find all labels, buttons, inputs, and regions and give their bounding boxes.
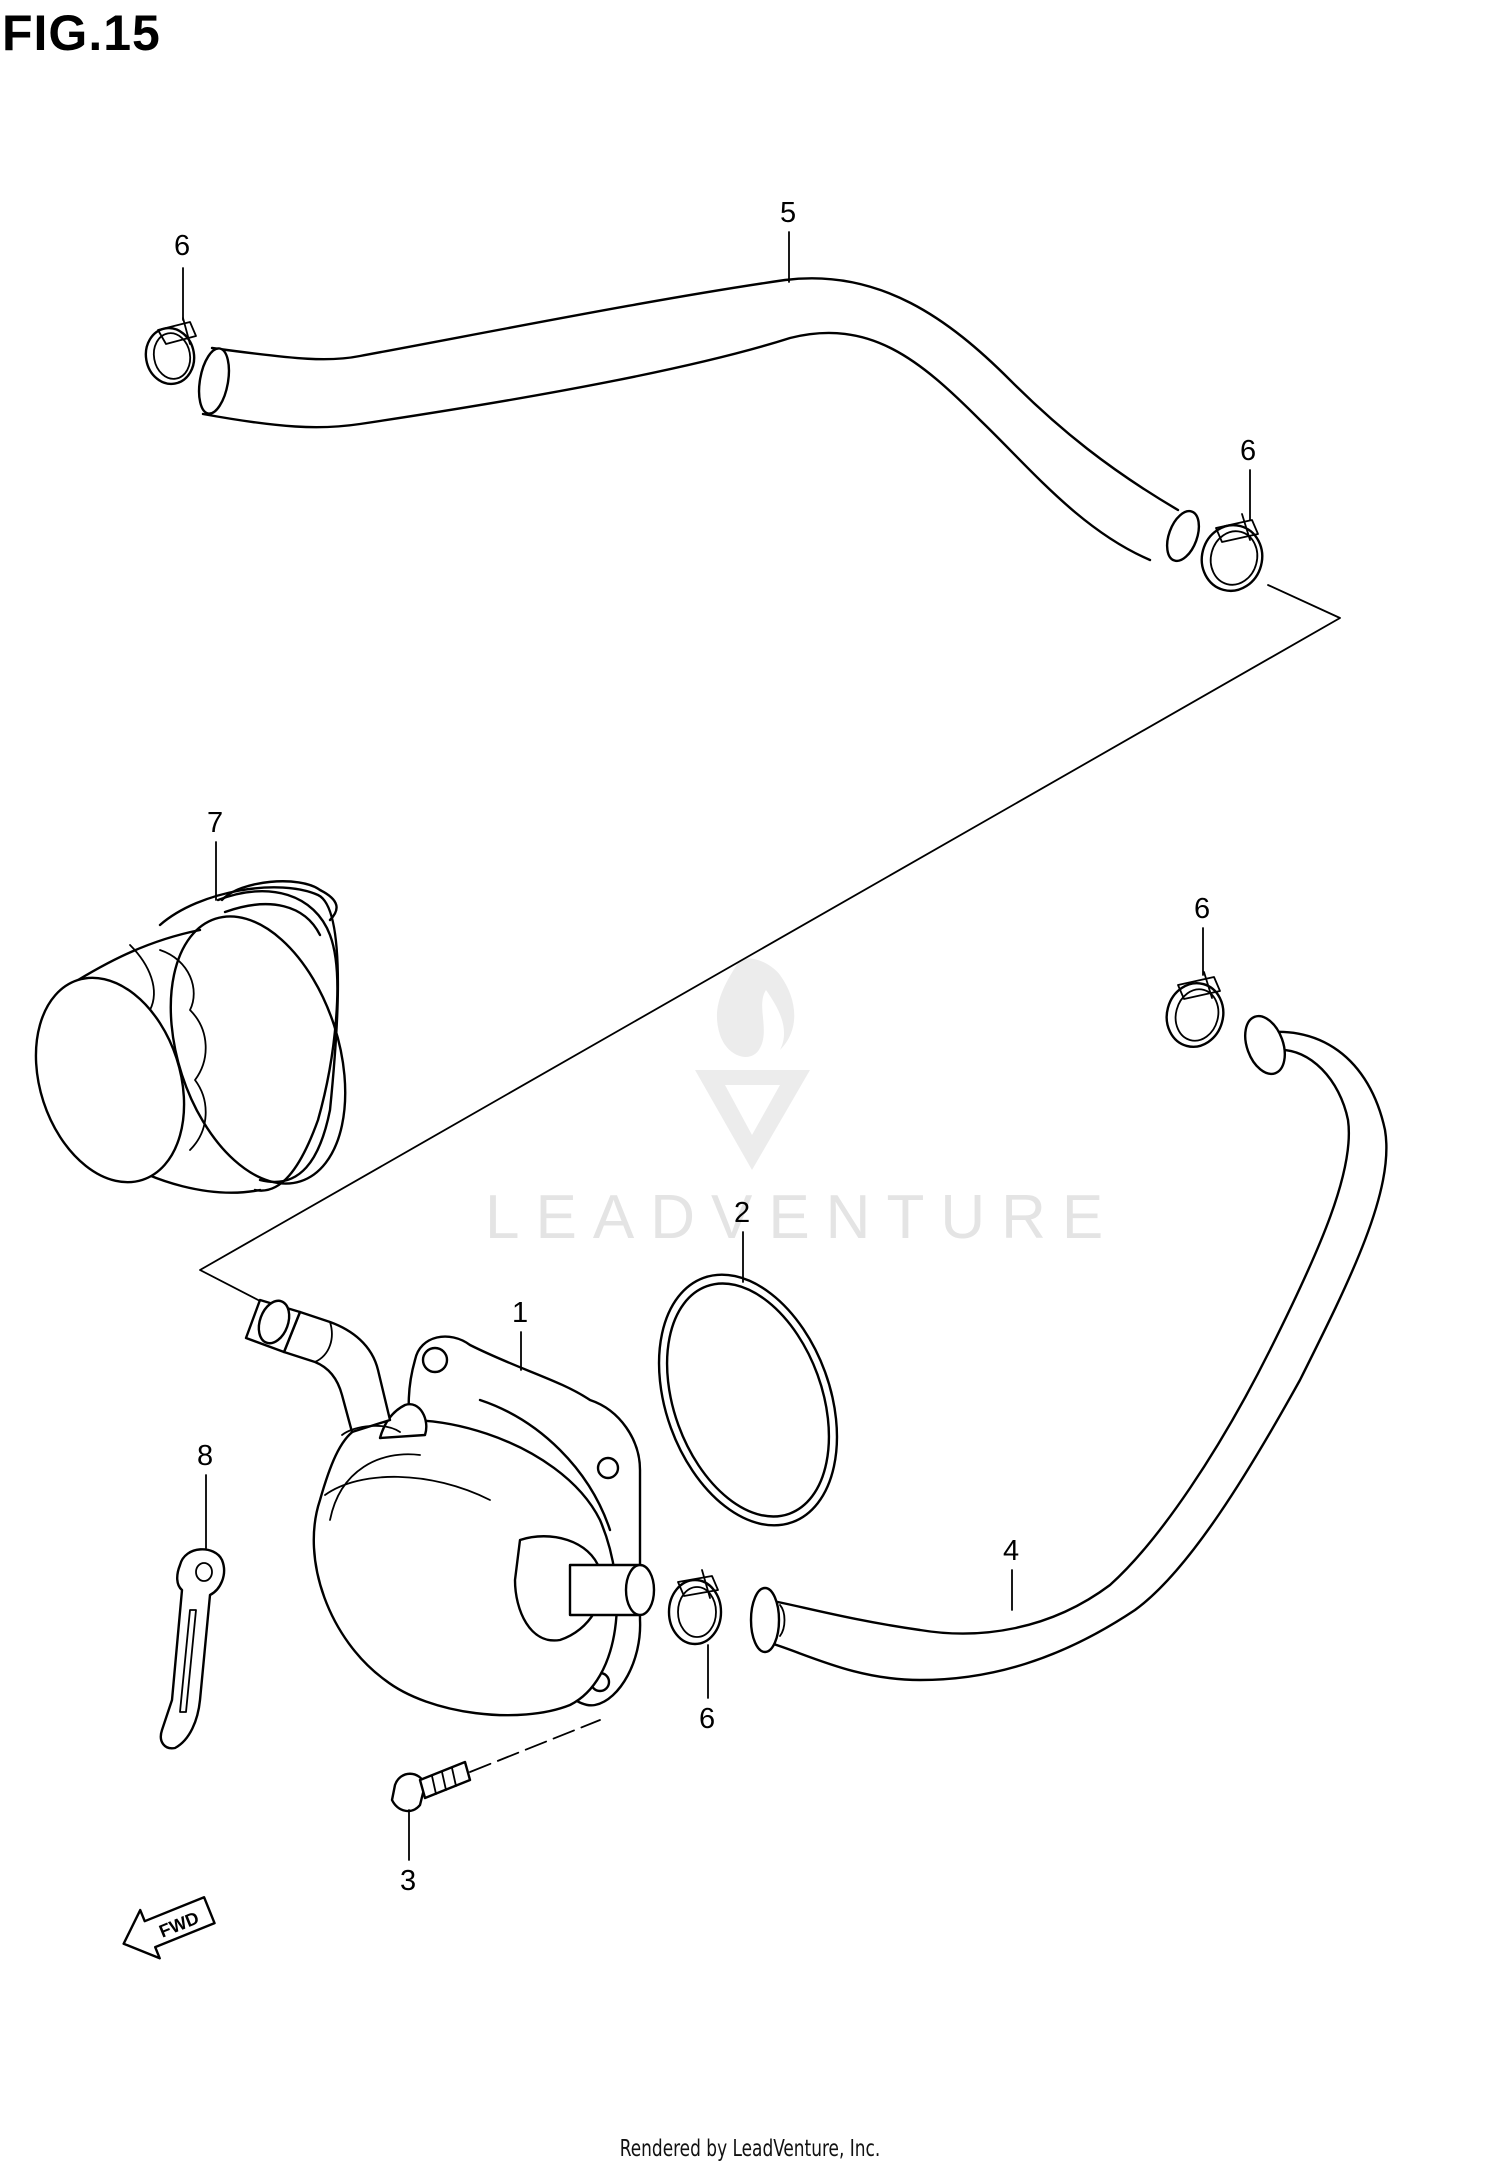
o-ring-part-2 (657, 1273, 839, 1527)
bolt-part-3 (390, 1719, 601, 1813)
callout-6-top-right: 6 (1240, 435, 1256, 467)
fwd-arrow-icon: FWD (122, 1896, 216, 1960)
callout-4: 4 (1003, 1535, 1019, 1567)
bracket-part-8 (159, 1548, 226, 1750)
hose-clamp-6b (1200, 513, 1264, 593)
callout-1: 1 (512, 1297, 528, 1329)
hose-clamp-6d (667, 1569, 723, 1646)
callout-6-lower: 6 (699, 1703, 715, 1735)
callout-8: 8 (197, 1440, 213, 1472)
figure-title: FIG.15 (2, 5, 161, 61)
routing-line (199, 584, 1341, 1303)
callout-5: 5 (780, 197, 796, 229)
footer-credit: Rendered by LeadVenture, Inc. (619, 2136, 881, 2162)
callout-3: 3 (400, 1865, 416, 1897)
callout-2: 2 (734, 1197, 750, 1229)
watermark-logo (695, 958, 810, 1170)
callout-numbers: 6 5 6 7 6 2 1 8 4 6 3 (174, 197, 1256, 1897)
callout-6-right: 6 (1194, 893, 1210, 925)
hose-part-5 (197, 277, 1201, 563)
callout-7: 7 (207, 807, 223, 839)
hose-clamp-6a (144, 317, 197, 386)
leader-lines (182, 231, 1251, 1861)
hose-clamp-6c (1165, 971, 1225, 1048)
oil-filter-part-7 (34, 880, 347, 1194)
hose-part-4 (749, 1014, 1388, 1682)
oil-cooler-part-1 (244, 1298, 656, 1717)
callout-6-top-left: 6 (174, 230, 190, 262)
watermark-text: LEADVENTURE (485, 1183, 1120, 1252)
